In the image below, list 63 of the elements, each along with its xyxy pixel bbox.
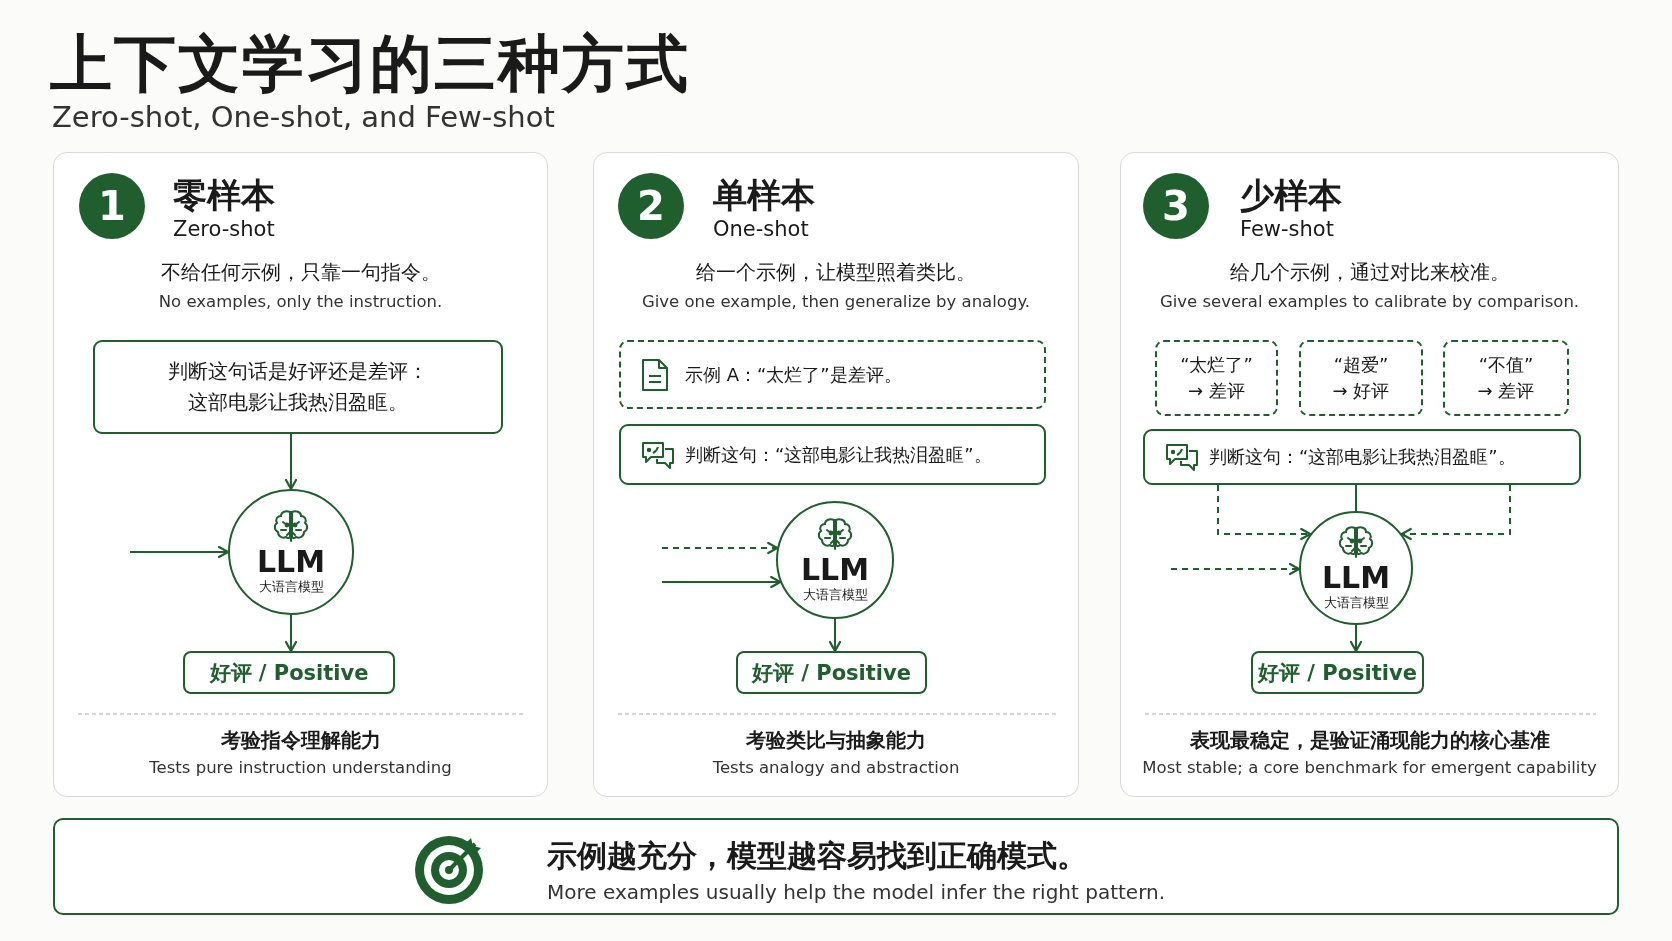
method-summary-english: Tests pure instruction understanding [149,758,452,777]
method-description: 给几个示例，通过对比来校准。 [1229,259,1510,286]
method-description: 给一个示例，让模型照着类比。 [696,259,976,286]
method-description-english: Give one example, then generalize by analogy. [641,292,1031,311]
result-box: 好评 / Positive [736,651,927,694]
arrow [828,618,842,653]
model-label: LLM [256,544,326,580]
page-title: 上下文学习的三种方式 [50,26,690,102]
example-box [1155,340,1278,416]
query-text: 判断这句：“这部电影让我热泪盈眶”。 [1209,445,1516,469]
method-title: 零样本 [173,174,275,217]
connector-line [1355,484,1357,512]
method-description-english: Give several examples to calibrate by comparison. [1159,292,1580,311]
method-summary: 考验指令理解能力 [220,727,381,754]
number-badge: 3 [1143,173,1209,239]
example-text: 示例 A：“太烂了”是差评。 [685,362,902,387]
arrow [284,433,298,491]
arrow [661,575,782,589]
arrow [1400,484,1511,541]
model-sublabel: 大语言模型 [258,579,324,596]
arrow [129,545,230,559]
result-box: 好评 / Positive [1251,651,1424,694]
example-box [1443,340,1569,416]
method-title: 单样本 [713,174,815,217]
query-text: 判断这句：“这部电影让我热泪盈眶”。 [685,442,992,467]
method-card [1120,152,1619,797]
takeaway-text: 示例越充分，模型越容易找到正确模式。 [547,837,1087,875]
number-badge: 1 [79,173,145,239]
arrow [661,541,779,555]
example-text: “不值” → 差评 [1476,352,1536,403]
method-card [593,152,1079,797]
method-description-english: No examples, only the instruction. [158,292,443,311]
example-box [1299,340,1423,416]
arrow [1349,624,1363,653]
method-card [53,152,548,797]
result-box: 好评 / Positive [183,651,395,694]
model-label: LLM [1321,560,1391,596]
example-text: “太烂了” → 差评 [1179,352,1254,403]
method-summary-english: Tests analogy and abstraction [712,758,960,777]
method-summary-english: Most stable; a core benchmark for emergent capability [1142,758,1597,777]
method-summary: 表现最稳定，是验证涌现能力的核心基准 [1189,727,1550,754]
method-name: One-shot [713,217,809,241]
model-label: LLM [800,552,870,588]
page-subtitle: Zero-shot, One-shot, and Few-shot [52,100,555,134]
arrow [1217,484,1312,541]
model-sublabel: 大语言模型 [802,587,868,604]
model-sublabel: 大语言模型 [1323,595,1389,612]
example-box [619,340,1046,409]
method-title: 少样本 [1240,174,1342,217]
example-text: “超爱” → 好评 [1331,352,1391,403]
method-name: Zero-shot [173,217,275,241]
method-summary: 考验类比与抽象能力 [746,727,926,754]
arrow [284,614,298,653]
method-name: Few-shot [1240,217,1334,241]
number-badge: 2 [618,173,684,239]
query-box [619,424,1046,485]
method-description: 不给任何示例，只靠一句指令。 [160,259,441,286]
takeaway-text-english: More examples usually help the model infer the right pattern. [547,880,1166,904]
prompt-text: 判断这句话是好评还是差评：这部电影让我热泪盈眶。 [167,358,429,416]
query-box [1143,429,1581,485]
prompt-box [93,340,503,434]
arrow [1170,562,1301,576]
takeaway-banner [53,818,1619,915]
